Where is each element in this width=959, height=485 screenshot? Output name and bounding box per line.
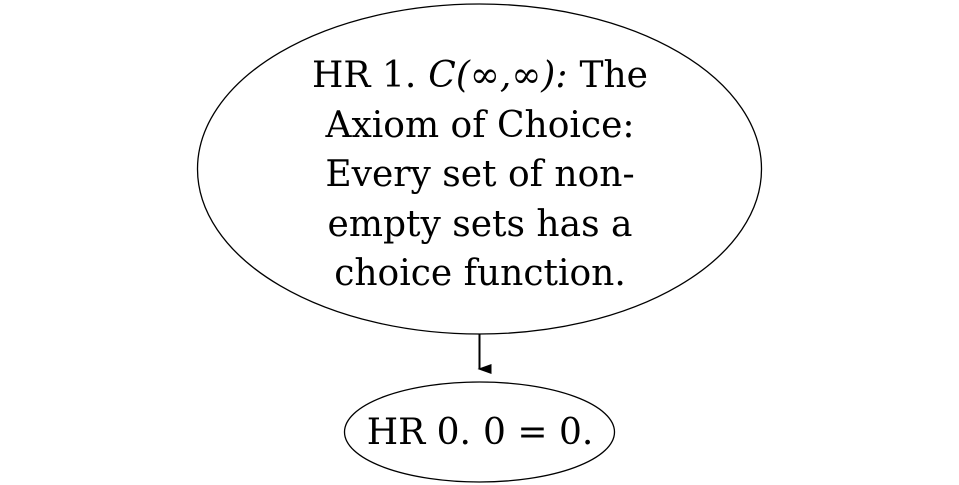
top-node-hr-label: HR 1. (312, 55, 417, 96)
top-node-line-1: HR 1. C(∞,∞): The (230, 51, 730, 101)
top-node-line-1-text: The (579, 55, 648, 96)
top-node-line-4: empty sets has a (327, 203, 633, 245)
bottom-node-ellipse (343, 381, 616, 483)
bottom-node-hr-label: HR 0. (366, 412, 471, 453)
top-node-math: C(∞,∞): (428, 55, 568, 96)
top-node-line-2: Axiom of Choice: (325, 104, 635, 146)
top-node-line-5: choice function. (334, 253, 626, 294)
top-node-line-3: Every set of non- (325, 154, 635, 195)
bottom-node-statement: 0 = 0. (482, 412, 594, 453)
top-node-label: HR 1. C(∞,∞): The Axiom of Choice: Every s… (230, 51, 730, 299)
bottom-node-label: HR 0. 0 = 0. (330, 410, 630, 456)
